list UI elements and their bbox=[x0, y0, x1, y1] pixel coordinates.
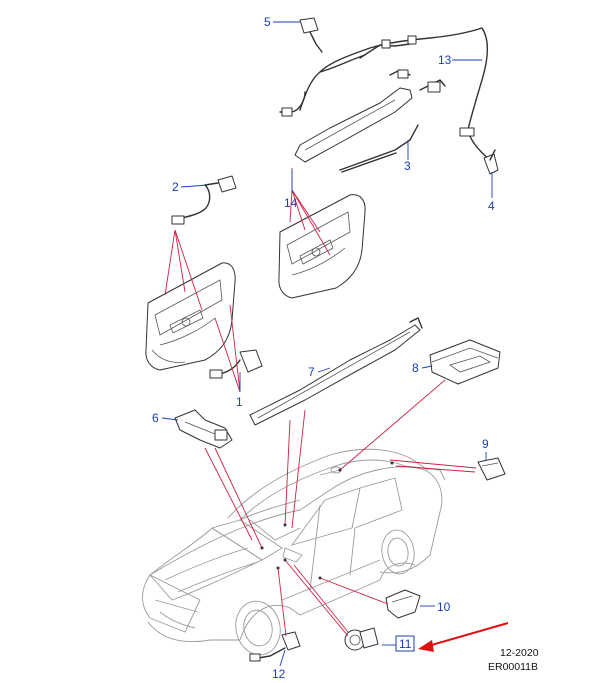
front-door-panel bbox=[145, 262, 236, 371]
callout-9: 9 bbox=[482, 437, 489, 451]
footer-code: ER00011B bbox=[488, 661, 538, 673]
rear-door-panel bbox=[278, 194, 366, 299]
footer-date: 12-2020 bbox=[500, 647, 539, 659]
vehicle-outline bbox=[142, 448, 446, 656]
callout-6: 6 bbox=[152, 411, 159, 425]
part-6-bracket bbox=[174, 409, 233, 449]
callout-7: 7 bbox=[308, 365, 315, 379]
part-2-harness bbox=[171, 175, 237, 225]
part-5-module bbox=[299, 17, 323, 53]
callout-10: 10 bbox=[437, 600, 451, 614]
part-10-sensor bbox=[385, 589, 421, 619]
callout-4: 4 bbox=[488, 199, 495, 213]
part-3-sensor-wire bbox=[339, 124, 419, 173]
highlight-arrow bbox=[418, 622, 509, 652]
part-1-connector bbox=[209, 349, 263, 379]
part-12-connector bbox=[249, 631, 301, 662]
callout-11: 11 bbox=[399, 637, 412, 651]
callout-13: 13 bbox=[438, 53, 452, 67]
callout-1: 1 bbox=[236, 395, 243, 409]
callout-14: 14 bbox=[284, 196, 298, 210]
callout-12: 12 bbox=[272, 667, 286, 681]
callout-5: 5 bbox=[264, 15, 271, 29]
harness-assembly bbox=[279, 27, 491, 163]
callout-leaders bbox=[161, 21, 493, 667]
part-8-overhead-console bbox=[429, 339, 501, 385]
callout-labels: 5 13 3 4 14 2 1 7 8 6 9 10 12 bbox=[152, 15, 495, 681]
callout-2: 2 bbox=[172, 180, 179, 194]
part-11-sensor bbox=[344, 627, 379, 651]
callout-11-highlight: 11 bbox=[395, 635, 415, 652]
part-7-roof-harness bbox=[249, 317, 423, 426]
callout-3: 3 bbox=[404, 159, 411, 173]
part-9-module bbox=[477, 457, 506, 481]
leader-lines bbox=[164, 168, 477, 637]
part-4-connector bbox=[483, 149, 499, 175]
callout-8: 8 bbox=[412, 361, 419, 375]
